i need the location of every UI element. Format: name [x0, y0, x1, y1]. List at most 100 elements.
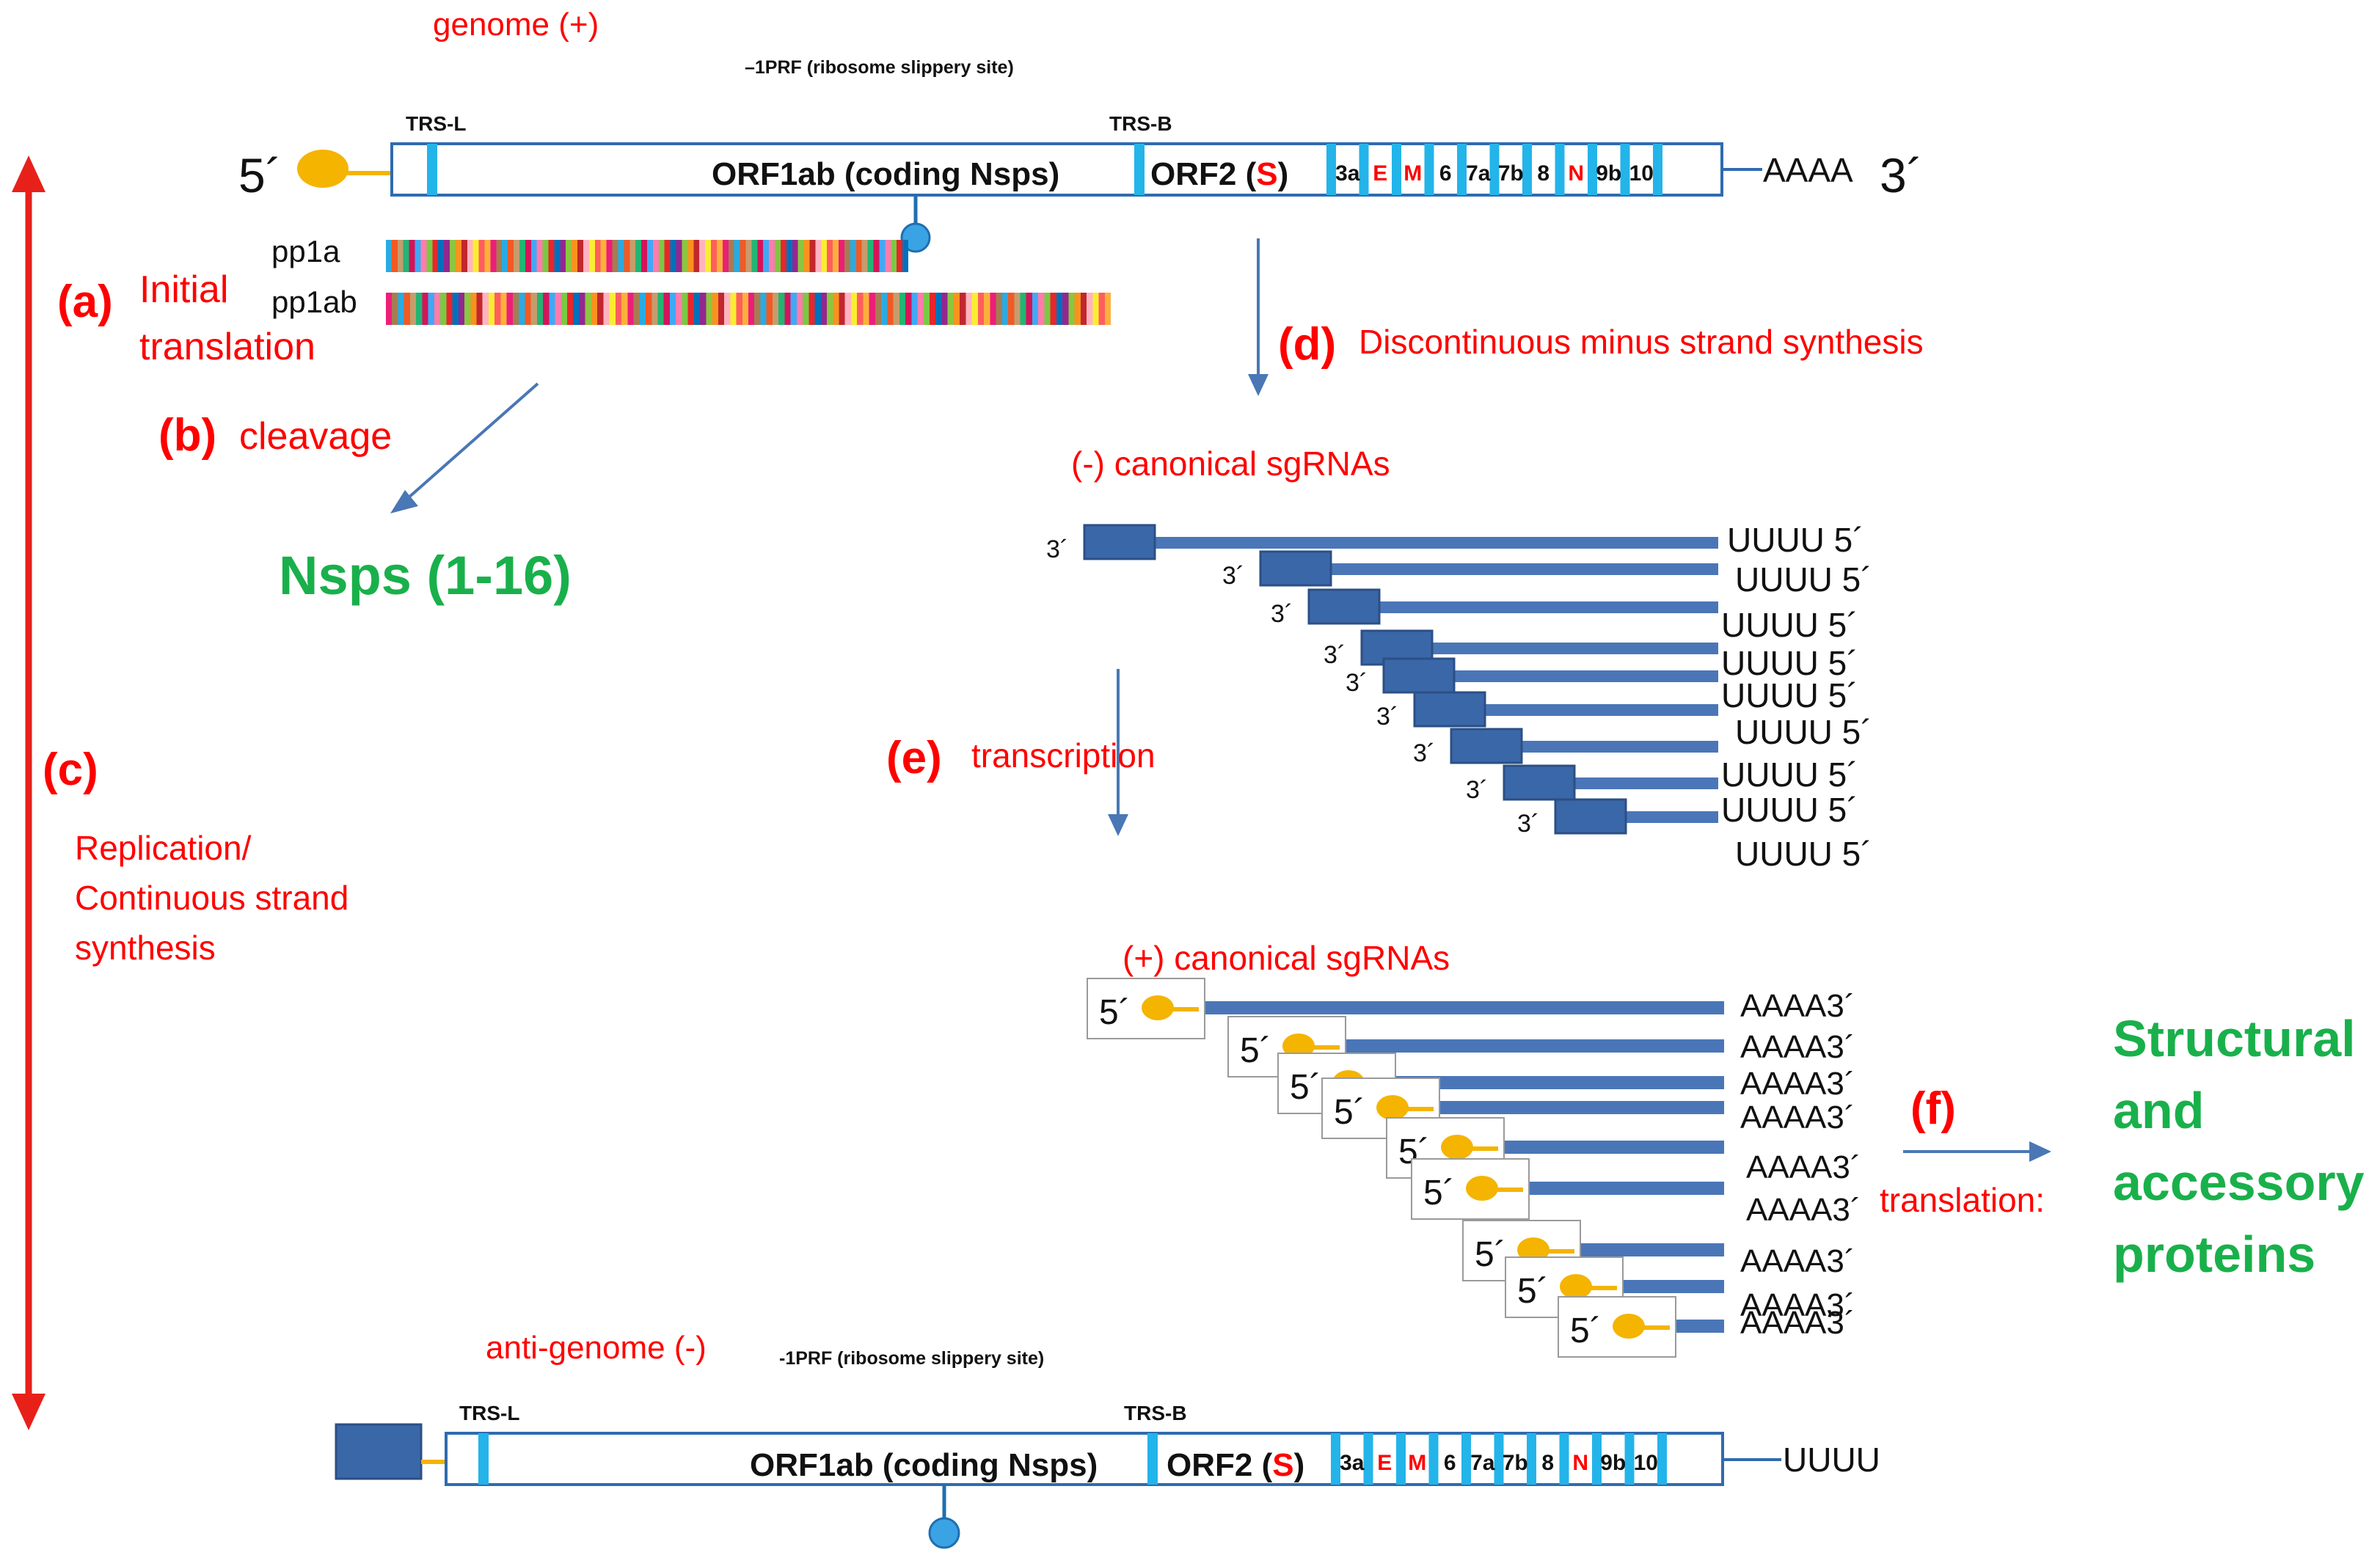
- antigenome-end-block: [335, 1423, 423, 1480]
- antigenome-gene-markers: [1331, 1433, 1667, 1485]
- plus-sgrna-tail-label: AAAA3´: [1746, 1149, 1861, 1185]
- step-c-letter: (c): [43, 744, 98, 795]
- genome-plus-title: genome (+): [433, 7, 599, 43]
- antigenome-trs-b-label: TRS-B: [1124, 1402, 1187, 1424]
- plus-sgrna-tail-label: AAAA3´: [1740, 1029, 1855, 1065]
- gene-boundary-marker: [1424, 144, 1434, 195]
- antigenome-orf2-s-gene: S: [1272, 1447, 1293, 1483]
- genome-trs-l-label: TRS-L: [406, 112, 466, 135]
- gene-label: 6: [1444, 1451, 1456, 1475]
- gene-boundary-marker: [1363, 1433, 1373, 1485]
- plus-sgrna-five-prime-label: 5´: [1570, 1311, 1602, 1350]
- minus-sgrna-three-prime-label: 3´: [1517, 810, 1539, 838]
- gene-label: 7b: [1498, 161, 1524, 186]
- plus-sgrna-tail-label: AAAA3´: [1740, 1066, 1855, 1102]
- replication-arrow-head-bottom: [12, 1394, 45, 1430]
- antigenome-orf2-suffix: ): [1294, 1447, 1305, 1483]
- gene-boundary-marker: [1653, 144, 1662, 195]
- minus-sgrna-three-prime-label: 3´: [1271, 600, 1293, 628]
- minus-sgrna-tail-label: UUUU 5´: [1721, 676, 1858, 714]
- gene-boundary-marker: [1494, 1433, 1504, 1485]
- gene-label: 10: [1634, 1451, 1658, 1475]
- plus-sgrna-tail-label: AAAA3´: [1740, 1100, 1855, 1135]
- minus-sgrna-tail-label: UUUU 5´: [1727, 521, 1864, 559]
- plus-sgrna-cap-icon: [1282, 1033, 1315, 1058]
- gene-boundary-marker: [1624, 1433, 1635, 1485]
- plus-sgrna-five-prime-label: 5´: [1099, 993, 1131, 1032]
- genome-cap-icon: [297, 150, 348, 188]
- gene-label: M: [1403, 161, 1422, 186]
- step-a-text-line1: Initial: [139, 268, 228, 311]
- minus-sgrna-strand: [1319, 563, 1718, 575]
- step-a-text-line2: translation: [139, 326, 315, 368]
- plus-sgrna-five-prime-label: 5´: [1290, 1068, 1321, 1107]
- genome-orf2-label: ORF2 (S): [1150, 156, 1288, 192]
- genome-five-prime-label: 5´: [238, 148, 282, 202]
- minus-sgrna-strand: [1368, 601, 1718, 613]
- plus-sgrna-strand: [1197, 1001, 1724, 1014]
- minus-sgrna-three-prime-label: 3´: [1324, 641, 1346, 669]
- gene-boundary-marker: [1326, 144, 1336, 195]
- gene-label: N: [1568, 161, 1584, 186]
- gene-boundary-marker: [1489, 144, 1500, 195]
- antigenome-slippery-site-icon: [928, 1517, 960, 1549]
- plus-sgrnas-title: (+) canonical sgRNAs: [1123, 939, 1450, 977]
- minus-sgrna-three-prime-label: 3´: [1222, 562, 1244, 590]
- minus-sgrna-tail-label: UUUU 5´: [1721, 755, 1858, 794]
- plus-sgrna-cap-icon: [1441, 1135, 1473, 1160]
- minus-sgrna-three-prime-label: 3´: [1346, 669, 1368, 697]
- minus-sgrna-strand: [1442, 670, 1718, 682]
- gene-label: 7a: [1470, 1451, 1495, 1475]
- gene-label: 8: [1537, 161, 1549, 186]
- gene-boundary-marker: [1522, 144, 1532, 195]
- plus-sgrna-strand: [1338, 1039, 1724, 1053]
- plus-sgrna-tail-label: AAAA3´: [1740, 1243, 1855, 1279]
- step-f-letter: (f): [1910, 1083, 1956, 1134]
- plus-sgrna-five-prime-label: 5´: [1517, 1272, 1549, 1311]
- step-f-text: translation:: [1880, 1181, 2045, 1219]
- gene-boundary-marker: [1392, 144, 1401, 195]
- genome-poly-a-label: AAAA: [1763, 151, 1853, 189]
- minus-sgrna-three-prime-label: 3´: [1466, 776, 1488, 804]
- genome-gene-markers: [1326, 144, 1662, 195]
- minus-sgrna-strand: [1614, 811, 1718, 823]
- minus-sgrna-leader-block: [1450, 728, 1523, 764]
- minus-sgrna-tail-label: UUUU 5´: [1721, 606, 1858, 644]
- minus-sgrna-three-prime-label: 3´: [1376, 703, 1398, 731]
- plus-sgrna-strand: [1497, 1141, 1724, 1154]
- minus-sgrna-tail-label: UUUU 5´: [1721, 791, 1858, 829]
- gene-boundary-marker: [1331, 1433, 1340, 1485]
- step-e-letter: (e): [886, 733, 942, 783]
- minus-sgrna-strand: [1143, 537, 1718, 549]
- minus-sgrna-strand: [1563, 778, 1718, 789]
- minus-sgrna-three-prime-label: 3´: [1046, 535, 1068, 563]
- cleavage-arrow: [406, 382, 539, 500]
- gene-boundary-marker: [1396, 1433, 1406, 1485]
- minus-sgrna-strand: [1420, 643, 1718, 654]
- minus-sgrna-tail-label: UUUU 5´: [1735, 713, 1872, 751]
- gene-label: 3a: [1335, 161, 1360, 186]
- plus-sgrna-tail-label: AAAA3´: [1740, 988, 1855, 1024]
- gene-boundary-marker: [1620, 144, 1630, 195]
- genome-orf2-s-gene: S: [1256, 156, 1277, 192]
- structural-proteins-line3: accessory: [2113, 1154, 2365, 1211]
- antigenome-title: anti-genome (-): [486, 1330, 707, 1366]
- minus-sgrna-leader-block: [1503, 764, 1576, 801]
- genome-three-prime-label: 3´: [1880, 148, 1923, 202]
- gene-boundary-marker: [1461, 1433, 1471, 1485]
- genome-orf2-prefix: ORF2 (: [1150, 156, 1257, 192]
- genome-prf-label: –1PRF (ribosome slippery site): [745, 57, 1014, 78]
- step-c-text-line1: Replication/: [75, 829, 252, 867]
- plus-sgrna-list: 5´ AAAA3´ 5´ AAAA3´ 5´ AAAA3´ 5´ AAAA3´ 5´ AAAA3´…: [1087, 978, 1861, 1358]
- plus-sgrna-five-prime-label: 5´: [1475, 1235, 1506, 1274]
- genome-trs-b-label: TRS-B: [1109, 112, 1172, 135]
- minus-sgrna-leader-block: [1083, 524, 1156, 560]
- genome-trs-b-marker: [1134, 144, 1145, 195]
- gene-boundary-marker: [1457, 144, 1467, 195]
- replication-arrow-head-top: [12, 156, 45, 192]
- structural-proteins-line1: Structural: [2113, 1010, 2356, 1067]
- plus-sgrna-cap-icon: [1376, 1095, 1409, 1120]
- step-d-letter: (d): [1278, 319, 1336, 370]
- antigenome-orf2-label: ORF2 (S): [1167, 1447, 1304, 1483]
